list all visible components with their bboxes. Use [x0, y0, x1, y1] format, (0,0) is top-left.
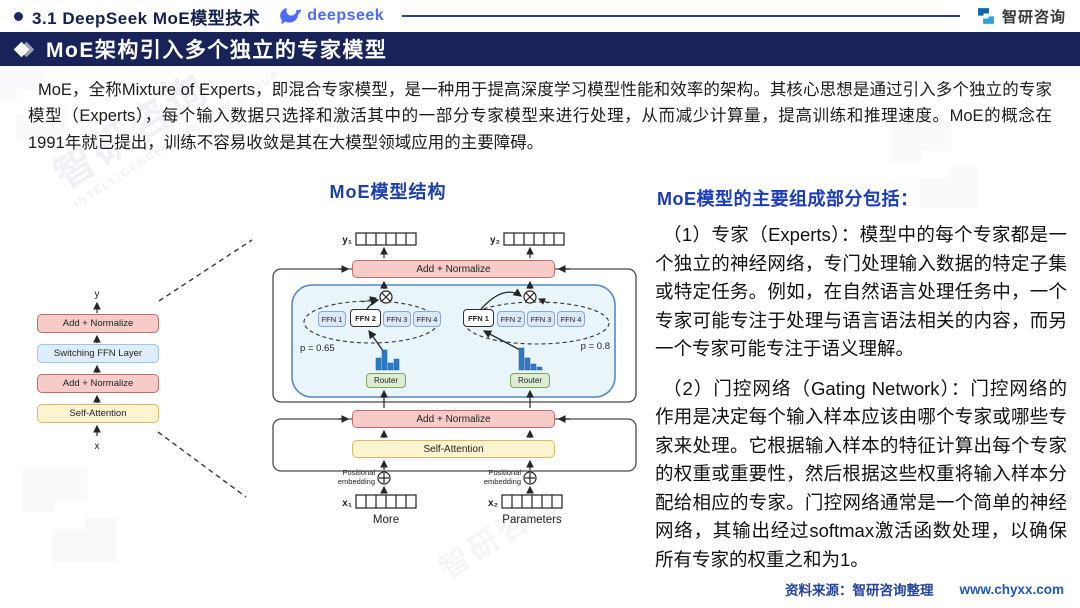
moe-diagram-canvas: y x [93, 232, 637, 526]
positional-add-icons [377, 471, 537, 485]
mini-output-label: y [95, 289, 100, 300]
ffn-right-1-selected: FFN 1 [463, 309, 494, 327]
ffn-left-2-selected: FFN 2 [350, 309, 381, 327]
positional-embedding-label-right: Positional embedding [483, 468, 521, 486]
component-paragraph-gating: （2）门控网络（Gating Network）：门控网络的作用是决定每个输入样本… [655, 377, 1067, 570]
expert-panel [291, 284, 616, 398]
caption-more: More [373, 514, 399, 526]
ffn-right-4: FFN 4 [557, 311, 585, 327]
router-prob-bars-left [375, 349, 400, 371]
mini-input-label: x [95, 441, 100, 452]
source-label: 资料来源：智研咨询整理 [784, 583, 934, 598]
mini-self-attention: Self-Attention [37, 404, 159, 423]
zhiyan-logo-icon [978, 8, 994, 24]
zoom-connector-lines [157, 239, 253, 498]
deepseek-logo-text: deepseek [307, 7, 385, 24]
figure-title: MoE模型结构 [329, 182, 447, 202]
title-bar: MoE架构引入多个独立的专家模型 [0, 32, 1080, 66]
gate-multiply-icons [379, 290, 537, 304]
y2-label: y₂ [490, 235, 500, 246]
source-url-link[interactable]: www.chyxx.com [959, 581, 1064, 597]
components-panel: MoE模型的主要组成部分包括： （1）专家（Experts）：模型中的每个专家都… [655, 185, 1067, 585]
positional-embedding-label-left: Positional embedding [337, 468, 375, 486]
mini-switching-ffn-layer: Switching FFN Layer [37, 344, 159, 363]
deepseek-whale-icon [280, 7, 302, 24]
ffn-right-2: FFN 2 [497, 311, 525, 327]
ffn-right-3: FFN 3 [527, 311, 555, 327]
header-divider-line [402, 15, 960, 17]
moe-diagram: MoE模型结构 [0, 170, 655, 570]
zhiyan-logo-text: 智研咨询 [1001, 8, 1066, 26]
deepseek-logo: deepseek [278, 7, 384, 25]
p-right-label: p = 0.8 [581, 341, 610, 352]
residual-arrowheads [338, 265, 570, 423]
page-header: 3.1 DeepSeek MoE模型技术 deepseek 智研咨询 [0, 0, 1080, 32]
source-line: 资料来源：智研咨询整理 www.chyxx.com [785, 579, 1064, 599]
ffn-left-4: FFN 4 [413, 311, 441, 327]
ffn-left-1: FFN 1 [318, 311, 346, 327]
mini-add-normalize-top: Add + Normalize [37, 314, 159, 333]
p-left-label: p = 0.65 [300, 343, 335, 354]
zhiyan-logo: 智研咨询 [976, 6, 1066, 27]
router-right: Router [510, 373, 550, 388]
x1-label: x₁ [342, 498, 352, 509]
section-bullet-icon [14, 11, 23, 21]
section-title: 3.1 DeepSeek MoE模型技术 [32, 8, 261, 28]
mini-add-normalize-bottom: Add + Normalize [37, 374, 159, 393]
x2-label: x₂ [488, 498, 498, 509]
component-paragraph-experts: （1）专家（Experts）：模型中的每个专家都是一个独立的神经网络，专门处理输… [655, 224, 1067, 359]
add-normalize-mid-bar: Add + Normalize [352, 410, 555, 428]
add-normalize-top-bar: Add + Normalize [352, 260, 555, 278]
diamond-icon [13, 41, 35, 57]
slide-title: MoE架构引入多个独立的专家模型 [46, 39, 388, 62]
flow-arrows [380, 246, 534, 494]
self-attention-bar: Self-Attention [352, 440, 555, 458]
components-heading: MoE模型的主要组成部分包括： [657, 189, 919, 209]
ffn-left-3: FFN 3 [383, 311, 411, 327]
router-prob-bars-right [518, 347, 543, 371]
caption-parameters: Parameters [502, 514, 562, 526]
y1-label: y₁ [342, 235, 352, 246]
token-strips [355, 232, 565, 509]
router-left: Router [366, 373, 406, 388]
intro-paragraph: MoE，全称Mixture of Experts，即混合专家模型，是一种用于提高… [28, 81, 1052, 152]
